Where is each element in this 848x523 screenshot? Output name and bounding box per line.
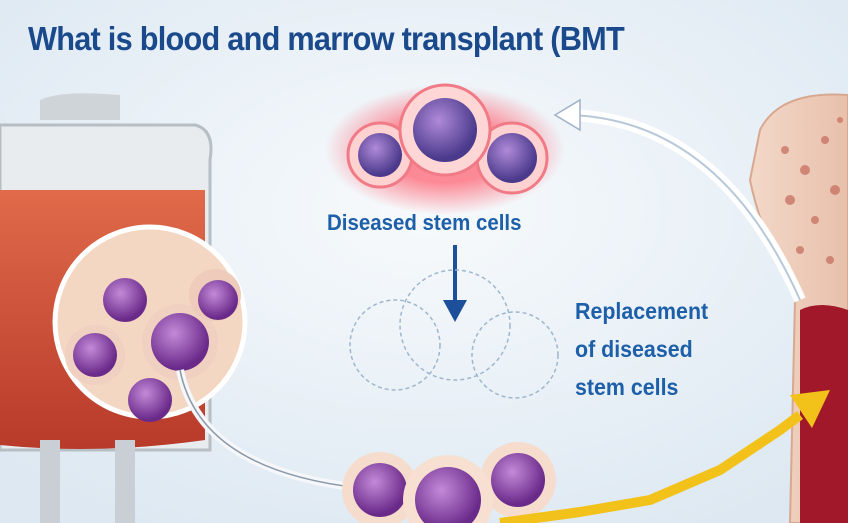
replacement-label: Replacement of diseased stem cells: [575, 292, 708, 406]
diseased-stem-cells-label: Diseased stem cells: [327, 210, 522, 235]
removed-cells-outline: [349, 269, 559, 399]
replacement-label-line: Replacement: [575, 298, 709, 324]
engraftment-arrow: [499, 390, 830, 523]
diseased-cells: [325, 83, 565, 215]
replacement-label-line: stem cells: [575, 374, 679, 400]
page-title: What is blood and marrow transplant (BMT: [28, 20, 625, 57]
magnified-cells: [52, 224, 248, 422]
healthy-cells: [342, 442, 556, 523]
harvest-arrow: [553, 98, 806, 303]
replacement-label-line: of diseased: [575, 336, 693, 362]
down-arrow-icon: [443, 245, 467, 322]
bone: [748, 93, 848, 523]
